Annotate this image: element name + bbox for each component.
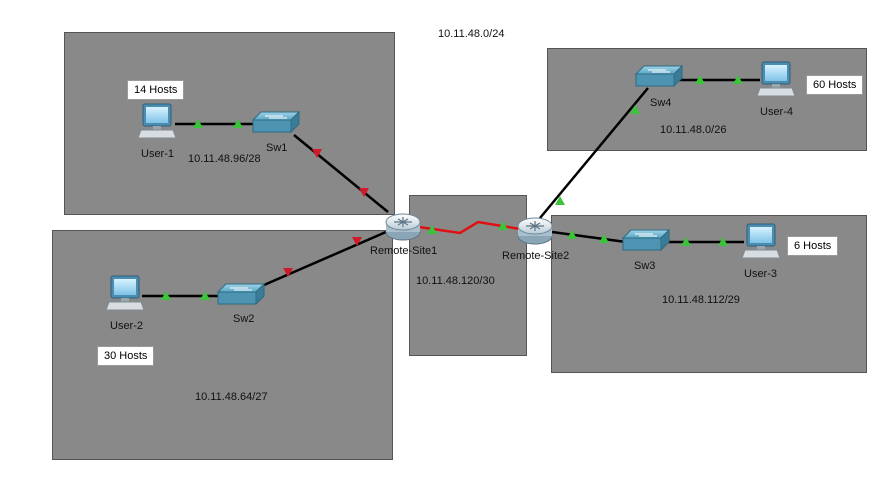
hosts-badge-site2-top: 60 Hosts [806, 75, 864, 95]
user3-label: User-3 [744, 268, 778, 280]
pc-icon[interactable] [105, 275, 145, 311]
area-wan[interactable] [409, 195, 527, 356]
area-site2-top[interactable] [547, 48, 867, 151]
router-icon[interactable] [517, 217, 553, 245]
hosts-badge-site2-bottom: 6 Hosts [787, 236, 839, 256]
sw3-label: Sw3 [634, 260, 656, 272]
pc-icon[interactable] [741, 223, 781, 259]
router1-label: Remote-Site1 [370, 245, 438, 257]
subnet-site1-bottom: 10.11.48.64/27 [195, 391, 268, 403]
sw1-label: Sw1 [266, 142, 288, 154]
pc-icon[interactable] [137, 103, 177, 139]
link-sw2-r1 [263, 230, 387, 287]
subnet-site2-top: 10.11.48.0/26 [660, 124, 727, 136]
link-r2-sw4 [539, 87, 649, 219]
subnet-site2-bottom: 10.11.48.112/29 [662, 294, 740, 306]
switch-icon[interactable] [217, 283, 265, 305]
subnet-site1-top: 10.11.48.96/28 [188, 153, 261, 165]
hosts-badge-site1-top: 14 Hosts [127, 80, 185, 100]
switch-icon[interactable] [635, 65, 683, 87]
subnet-wan: 10.11.48.120/30 [416, 275, 495, 287]
link-r1-r2-serial [411, 220, 521, 235]
pc-icon[interactable] [756, 61, 796, 97]
switch-icon[interactable] [252, 111, 300, 133]
link-sw1-r1 [293, 134, 389, 213]
user1-label: User-1 [141, 148, 175, 160]
network-title: 10.11.48.0/24 [432, 25, 511, 43]
area-site1-bottom[interactable] [52, 230, 393, 460]
router-icon[interactable] [385, 213, 421, 241]
user2-label: User-2 [110, 320, 144, 332]
router2-label: Remote-Site2 [502, 250, 570, 262]
hosts-badge-site1-bottom: 30 Hosts [97, 346, 155, 366]
sw4-label: Sw4 [650, 97, 672, 109]
switch-icon[interactable] [622, 229, 670, 251]
sw2-label: Sw2 [233, 313, 255, 325]
link-r2-sw3 [551, 230, 627, 244]
user4-label: User-4 [760, 106, 794, 118]
